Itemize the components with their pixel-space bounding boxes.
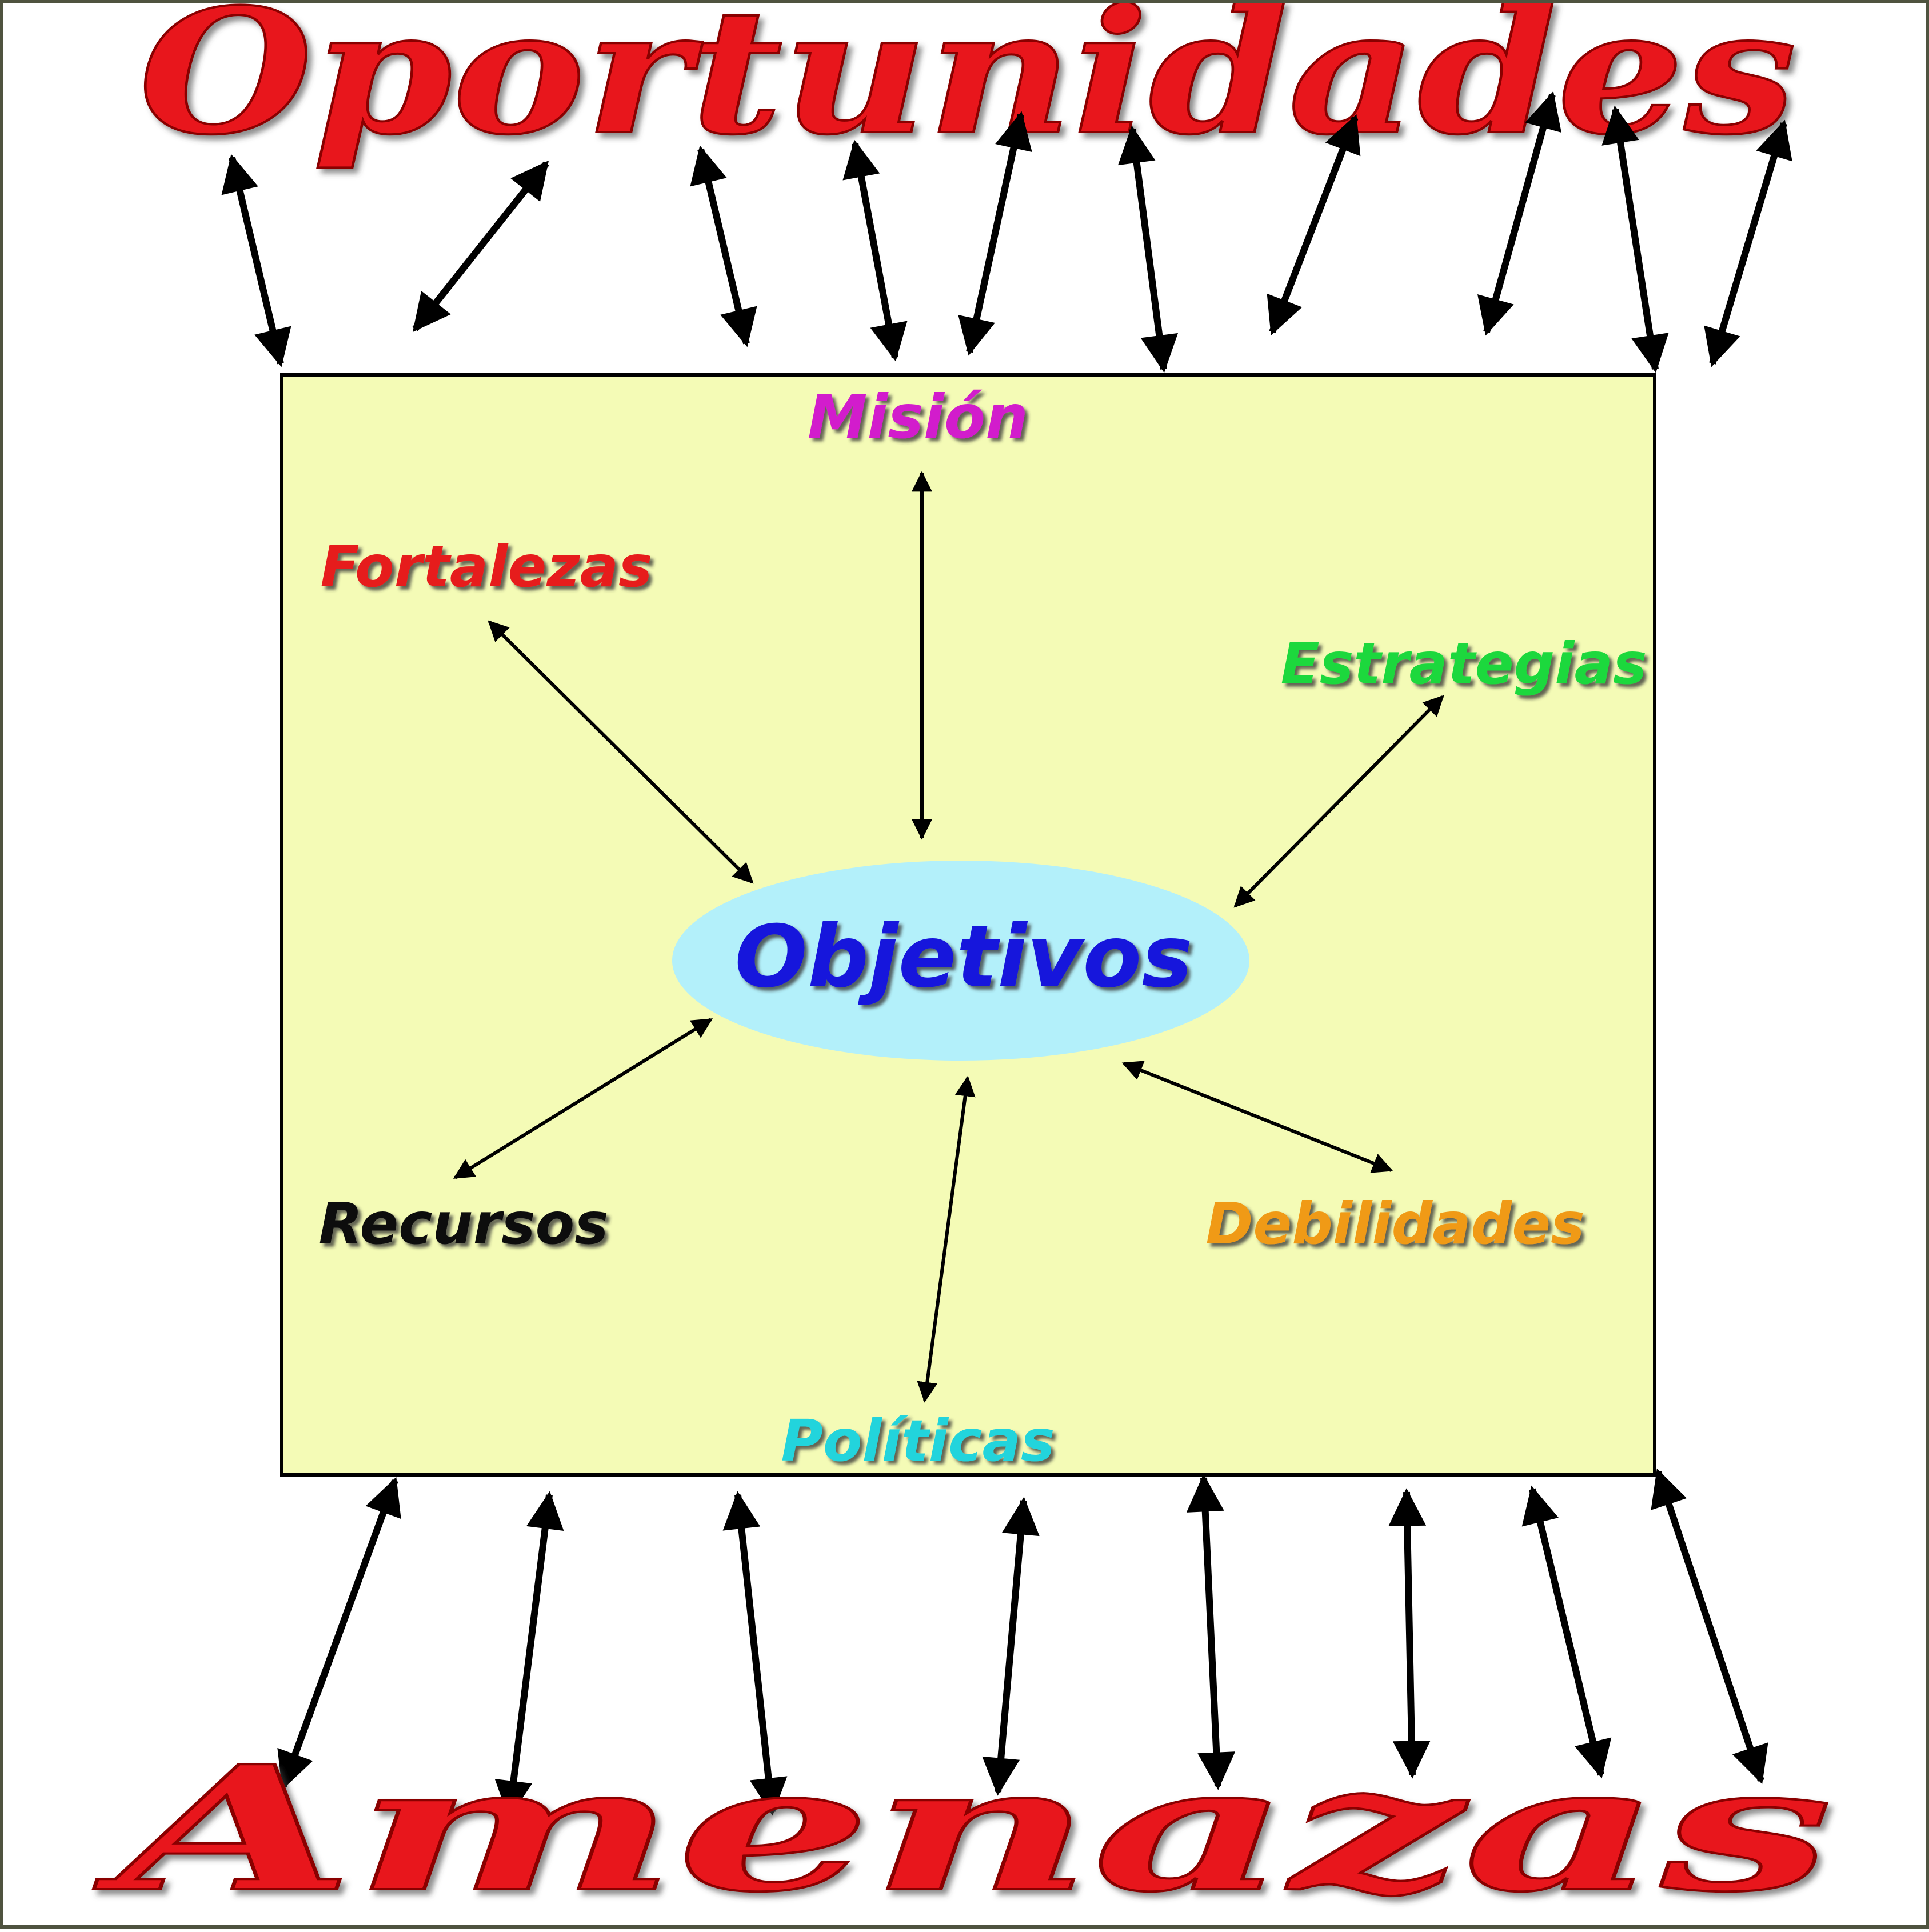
top-arrow: [1117, 125, 1179, 373]
top-arrow: [412, 160, 549, 333]
bottom-arrow: [1186, 1474, 1236, 1790]
arrow-fortalezas: [488, 620, 754, 884]
debilidades-label: Debilidades: [1205, 1190, 1584, 1257]
bottom-arrow: [494, 1491, 564, 1819]
mision-label: Misión: [808, 382, 1028, 452]
bottom-arrow: [982, 1497, 1040, 1796]
top-arrow: [1601, 105, 1669, 373]
top-arrow-group: [221, 91, 1792, 373]
top-arrow: [958, 111, 1032, 356]
amenazas-title: Amenazas: [94, 1728, 1832, 1930]
bottom-arrow: [277, 1477, 401, 1790]
bottom-arrow-group: [277, 1468, 1768, 1819]
top-arrow: [221, 154, 291, 367]
politicas-label: Políticas: [781, 1407, 1055, 1474]
arrow-recursos: [453, 1018, 713, 1179]
objetivos-label: Objetivos: [734, 907, 1192, 1007]
bottom-arrow: [1388, 1488, 1431, 1779]
top-arrow: [1267, 114, 1361, 336]
swot-diagram: Oportunidades Objetivos Misión Fortaleza…: [93, 3, 1834, 1931]
arrow-politicas: [917, 1075, 976, 1403]
arrow-estrategias: [1233, 695, 1444, 908]
recursos-label: Recursos: [318, 1190, 608, 1257]
fortalezas-label: Fortalezas: [320, 533, 652, 600]
objetivos-ellipse: [672, 861, 1249, 1061]
oportunidades-title: Oportunidades: [139, 3, 1796, 173]
bottom-arrow: [1651, 1468, 1768, 1785]
top-arrow: [1477, 91, 1561, 336]
top-arrow: [690, 145, 757, 347]
estrategias-label: Estrategias: [1281, 630, 1647, 697]
arrow-debilidades: [1121, 1061, 1393, 1173]
top-arrow: [842, 139, 908, 362]
top-arrow: [1704, 119, 1792, 367]
bottom-arrow: [1521, 1485, 1612, 1779]
inner-arrow-group: [453, 471, 1444, 1403]
bottom-arrow: [722, 1491, 788, 1816]
